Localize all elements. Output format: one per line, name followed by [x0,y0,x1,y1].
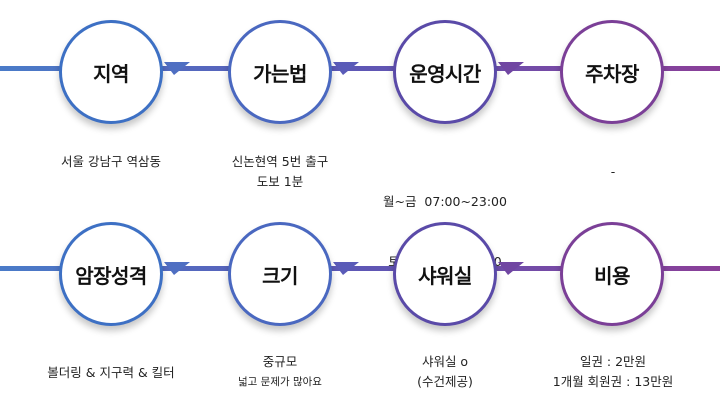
card-title: 샤워실 [418,263,472,288]
card-region: 지역 [59,20,163,124]
description-line: 서울 강남구 역삼동 [61,154,161,169]
info-row-2: 암장성격 크기 샤워실 비용 볼더링 & 지구력 & 킬터 중규모 넓고 문제가… [0,200,720,404]
card-hours: 운영시간 [393,20,497,124]
description-line: 중규모 [262,354,298,369]
description-line: 넓고 문제가 많아요 [238,376,322,388]
card-title: 비용 [594,263,630,288]
card-title: 주차장 [585,61,639,86]
description-line: - [610,164,616,179]
card-shower: 샤워실 [393,222,497,326]
card-description: 일권 : 2만원 1개월 회원권 : 13만원 [528,352,698,392]
description-line: (수건제공) [417,374,473,389]
card-parking: 주차장 [560,20,664,124]
card-description: 중규모 넓고 문제가 많아요 [195,352,365,392]
card-description: 볼더링 & 지구력 & 킬터 [26,363,196,383]
connector-line [0,62,720,75]
description-line: 월~금 07:00~23:00 [383,194,507,209]
card-price: 비용 [560,222,664,326]
description-line: 도보 1분 [256,174,304,189]
description-line: 샤워실 o [421,354,469,369]
card-title: 암장성격 [75,263,147,288]
info-row-1: 지역 가는법 운영시간 주차장 서울 강남구 역삼동 신논현역 5번 출구 도보… [0,0,720,269]
card-directions: 가는법 [228,20,332,124]
card-description: 서울 강남구 역삼동 [26,152,196,172]
card-title: 지역 [93,61,129,86]
connector-line [0,262,720,275]
card-description: 신논현역 5번 출구 도보 1분 [195,152,365,192]
card-title: 크기 [262,263,298,288]
description-line: 일권 : 2만원 [579,354,647,369]
card-title: 가는법 [253,61,307,86]
description-line: 1개월 회원권 : 13만원 [552,374,674,389]
card-title: 운영시간 [409,61,481,86]
card-description: 샤워실 o (수건제공) [360,352,530,392]
card-description: - [528,162,698,182]
description-line: 신논현역 5번 출구 [231,154,329,169]
card-wall-type: 암장성격 [59,222,163,326]
card-size: 크기 [228,222,332,326]
description-line: 볼더링 & 지구력 & 킬터 [47,365,175,380]
